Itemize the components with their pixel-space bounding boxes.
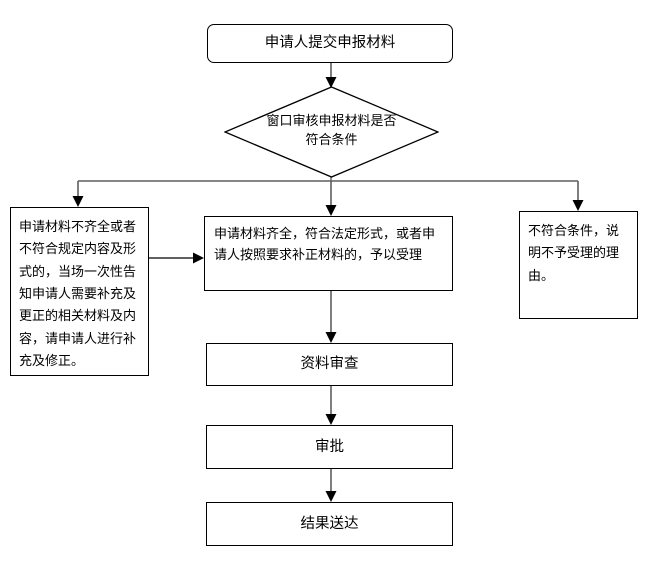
node-result-delivery[interactable]: 结果送达 — [206, 502, 453, 546]
edge-accept-to-review — [325, 291, 337, 343]
node-decision-label-wrap: 窗口审核申报材料是否符合条件 — [224, 86, 439, 178]
edge-decision-to-reject — [572, 181, 584, 211]
node-decision-window-review[interactable]: 窗口审核申报材料是否符合条件 — [224, 86, 439, 178]
node-decision-label: 窗口审核申报材料是否符合条件 — [266, 114, 397, 148]
node-accept-application[interactable]: 申请材料齐全，符合法定形式，或者申请人按照要求补正材料的，予以受理 — [204, 216, 453, 291]
node-reject-not-qualified[interactable]: 不符合条件，说明不予受理的理由。 — [519, 211, 638, 319]
node-material-review[interactable]: 资料审查 — [206, 343, 453, 386]
edge-review-to-approve — [325, 386, 337, 425]
edge-incomplete-to-accept — [149, 252, 204, 264]
edge-decision-to-incomplete — [72, 181, 84, 207]
node-deliver-label: 结果送达 — [300, 515, 359, 532]
edge-decision-to-accept — [325, 181, 337, 216]
node-reject-label: 不符合条件，说明不予受理的理由。 — [528, 224, 620, 284]
node-incomplete-label: 申请材料不齐全或者不符合规定内容及形式的，当场一次性告知申请人需要补充及更正的相… — [19, 220, 137, 370]
node-accept-label: 申请材料齐全，符合法定形式，或者申请人按照要求补正材料的，予以受理 — [214, 227, 436, 264]
node-incomplete-materials[interactable]: 申请材料不齐全或者不符合规定内容及形式的，当场一次性告知申请人需要补充及更正的相… — [10, 207, 149, 376]
node-start-submit-materials[interactable]: 申请人提交申报材料 — [207, 24, 453, 63]
node-approval[interactable]: 审批 — [206, 425, 453, 469]
node-approve-label: 审批 — [315, 438, 344, 455]
edge-approve-to-deliver — [325, 469, 337, 502]
node-start-label: 申请人提交申报材料 — [264, 35, 396, 52]
edge-start-to-decision — [325, 63, 337, 88]
node-review-label: 资料审查 — [300, 356, 359, 373]
